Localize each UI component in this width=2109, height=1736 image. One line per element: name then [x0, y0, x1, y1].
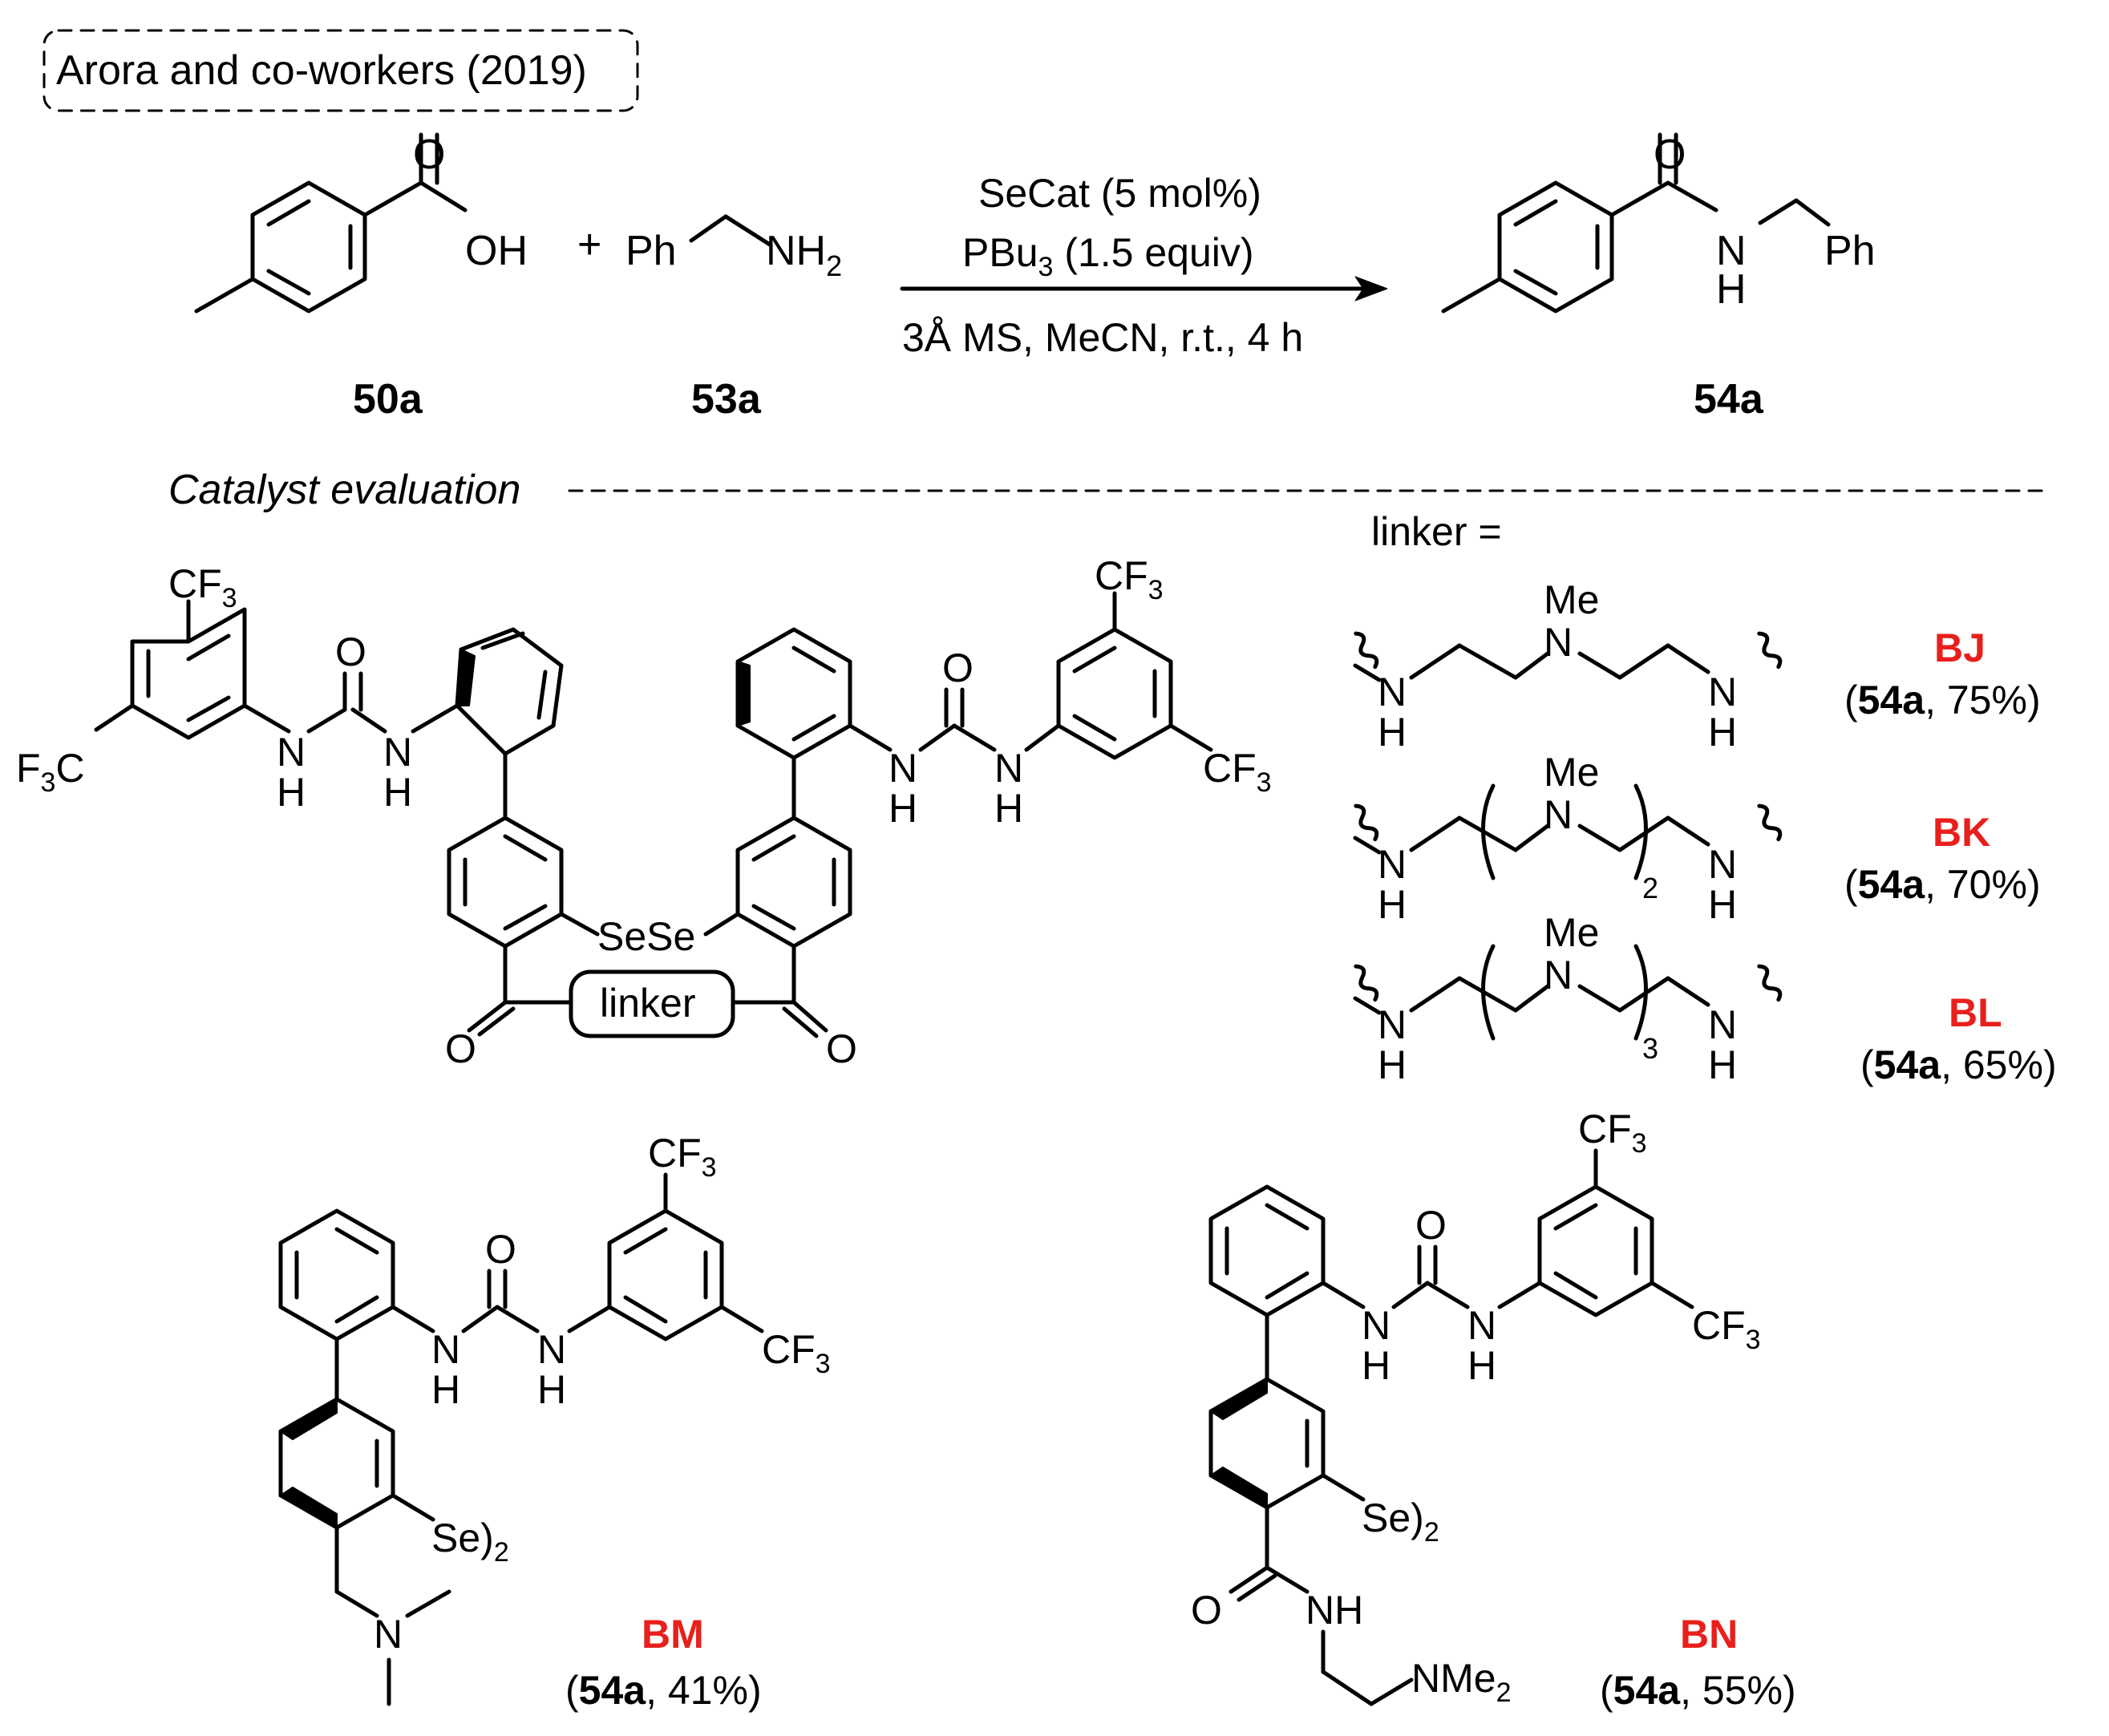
svg-text:H: H	[889, 786, 917, 831]
svg-text:H: H	[1708, 1042, 1737, 1087]
svg-text:CF3: CF3	[1203, 746, 1272, 798]
linker-heading: linker =	[1371, 509, 1502, 554]
svg-text:O: O	[826, 1026, 857, 1071]
svg-text:Me: Me	[1544, 577, 1599, 622]
svg-text:CF3: CF3	[648, 1131, 717, 1183]
svg-text:O: O	[485, 1227, 516, 1272]
svg-text:O: O	[1415, 1203, 1447, 1248]
svg-text:H: H	[431, 1367, 460, 1412]
catalyst-label-BN: BN	[1680, 1612, 1738, 1657]
svg-text:3: 3	[1642, 1032, 1658, 1065]
catalyst-label-BJ: BJ	[1934, 625, 1986, 670]
svg-text:N: N	[1708, 670, 1737, 714]
svg-text:N: N	[1708, 842, 1737, 887]
svg-text:CF3: CF3	[1095, 553, 1164, 605]
yield-BN: (54a, 55%)	[1600, 1668, 1796, 1713]
amine-53a: NH2	[766, 228, 842, 282]
condition-catalyst: SeCat (5 mol%)	[978, 171, 1261, 216]
svg-text:H: H	[994, 786, 1023, 831]
svg-text:CF3: CF3	[1578, 1107, 1647, 1159]
macrocycle-catalyst: CF3 F3C N H O N H O SeSe linker	[16, 553, 1272, 1071]
svg-text:N: N	[994, 746, 1023, 791]
svg-text:N: N	[431, 1327, 460, 1372]
catalyst-label-BL: BL	[1949, 990, 2002, 1035]
svg-text:N: N	[383, 730, 412, 775]
svg-text:Se)2: Se)2	[431, 1515, 509, 1568]
svg-text:H: H	[1708, 882, 1737, 927]
svg-text:NMe2: NMe2	[1411, 1656, 1512, 1708]
label-50a: 50a	[353, 376, 423, 423]
svg-text:H: H	[1467, 1343, 1496, 1388]
svg-text:O: O	[335, 629, 366, 674]
phenyl-54a: Ph	[1824, 228, 1876, 274]
substrate-50a: O OH	[194, 132, 528, 314]
carbonyl-o-50a: O	[413, 132, 445, 178]
svg-text:Me: Me	[1544, 750, 1599, 795]
svg-text:CF3: CF3	[168, 561, 237, 613]
svg-text:N: N	[889, 746, 917, 791]
svg-text:N: N	[1378, 842, 1407, 887]
condition-reductant: PBu3 (1.5 equiv)	[962, 230, 1254, 282]
svg-text:N: N	[1362, 1303, 1390, 1348]
svg-text:NH: NH	[1305, 1588, 1363, 1633]
label-53a: 53a	[691, 376, 762, 423]
reaction-arrowhead	[1354, 276, 1388, 301]
substrate-53a: Ph NH2	[625, 214, 842, 282]
svg-text:H: H	[1378, 710, 1407, 755]
section-title: Catalyst evaluation	[168, 467, 520, 513]
svg-text:CF3: CF3	[762, 1327, 831, 1379]
yield-BJ: (54a, 75%)	[1844, 678, 2041, 722]
svg-text:N: N	[1467, 1303, 1496, 1348]
svg-text:N: N	[1544, 953, 1573, 997]
svg-text:H: H	[537, 1367, 566, 1412]
svg-text:H: H	[1362, 1343, 1390, 1388]
svg-text:2: 2	[1642, 872, 1658, 904]
linker-box-label: linker	[600, 981, 695, 1026]
svg-text:N: N	[1378, 1002, 1407, 1047]
svg-text:H: H	[1708, 710, 1737, 755]
reference-label: Arora and co-workers (2019)	[56, 47, 587, 94]
svg-text:CF3: CF3	[1692, 1303, 1761, 1355]
yield-BM: (54a, 41%)	[565, 1668, 762, 1713]
linker-BL: N H N Me 3 N H	[1353, 910, 1783, 1087]
svg-text:H: H	[277, 770, 306, 815]
svg-text:O: O	[445, 1026, 476, 1071]
svg-text:O: O	[1191, 1588, 1222, 1633]
linker-BK: N H N Me 2 N H	[1353, 750, 1783, 927]
svg-text:H: H	[1378, 1042, 1407, 1087]
catalyst-label-BM: BM	[642, 1612, 704, 1657]
svg-text:N: N	[374, 1612, 403, 1657]
catalyst-BN-structure: N H O N H CF3 CF3 Se)2 O NH NMe2	[1191, 1107, 1761, 1708]
catalyst-label-BK: BK	[1933, 810, 1990, 855]
catalyst-BM-structure: N H O N H CF3 CF3 Se)2 N	[278, 1131, 831, 1706]
svg-text:H: H	[383, 770, 412, 815]
reference-box	[43, 29, 639, 112]
svg-text:N: N	[277, 730, 306, 775]
svg-text:N: N	[1544, 620, 1573, 665]
svg-text:H: H	[1378, 882, 1407, 927]
svg-text:F3C: F3C	[16, 746, 85, 798]
linker-BJ: N H N Me N H	[1353, 577, 1783, 755]
svg-text:SeSe: SeSe	[597, 914, 695, 959]
svg-text:N: N	[1544, 792, 1573, 837]
yield-BK: (54a, 70%)	[1844, 862, 2041, 907]
hydroxyl-50a: OH	[465, 228, 528, 274]
condition-additives: 3Å MS, MeCN, r.t., 4 h	[902, 315, 1303, 360]
carbonyl-o-54a: O	[1654, 132, 1686, 178]
plus-sign: +	[577, 221, 601, 268]
svg-text:N: N	[1378, 670, 1407, 714]
svg-text:Me: Me	[1544, 910, 1599, 955]
amide-n-54a: N	[1716, 228, 1747, 274]
phenyl-53a: Ph	[625, 228, 677, 274]
product-54a: O N H Ph	[1441, 132, 1876, 314]
svg-text:N: N	[537, 1327, 566, 1372]
amide-h-54a: H	[1716, 266, 1747, 313]
yield-BL: (54a, 65%)	[1860, 1042, 2057, 1087]
label-54a: 54a	[1694, 376, 1764, 423]
svg-text:Se)2: Se)2	[1362, 1495, 1439, 1548]
svg-text:O: O	[942, 645, 974, 690]
svg-text:N: N	[1708, 1002, 1737, 1047]
